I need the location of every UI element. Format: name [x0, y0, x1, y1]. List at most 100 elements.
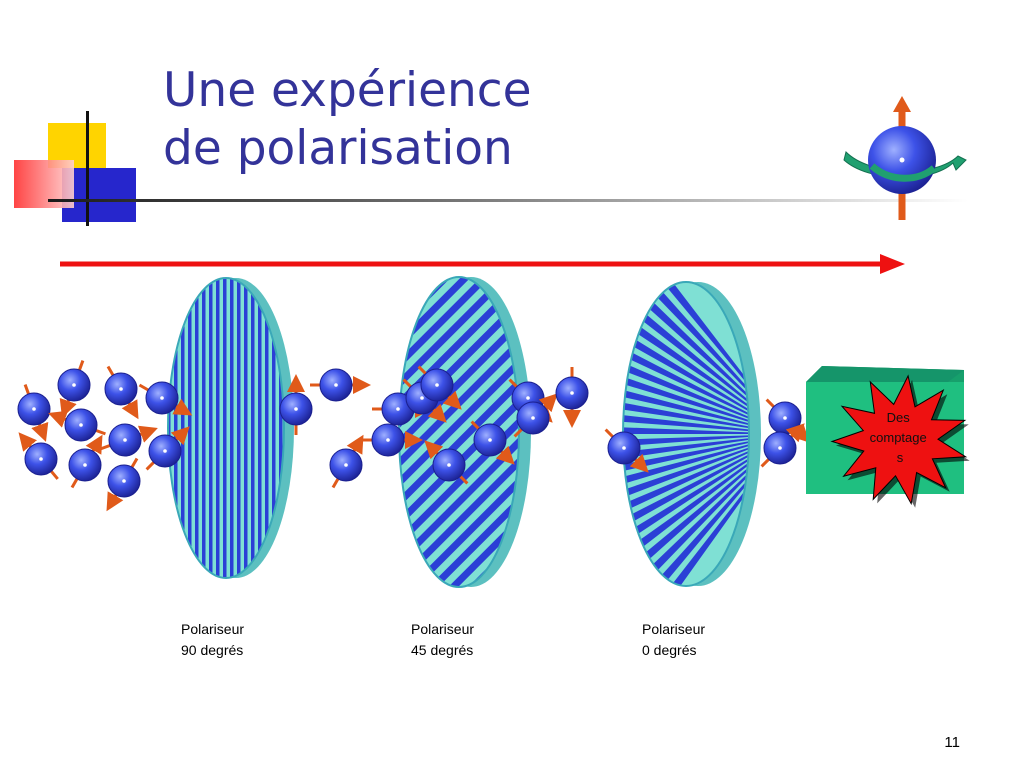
particle-highlight — [622, 446, 626, 450]
particle — [279, 374, 313, 435]
particle-highlight — [435, 383, 439, 387]
lens-stripe — [399, 277, 519, 587]
lens-stripe — [34, 168, 38, 688]
particle-highlight — [32, 407, 36, 411]
particle-highlight — [123, 438, 127, 442]
particle — [513, 393, 558, 438]
spin-particle-icon — [843, 96, 967, 220]
lens-stripe — [188, 278, 192, 578]
lens-stripe — [237, 278, 241, 578]
particle-highlight — [396, 407, 400, 411]
lens-stripe — [279, 278, 283, 578]
title-line-1: Une expérience — [163, 63, 532, 118]
lens-stripe — [104, 168, 108, 688]
lens-stripe — [370, 168, 374, 688]
particle-highlight — [531, 416, 535, 420]
lens-stripe — [202, 278, 206, 578]
particle-highlight — [79, 423, 83, 427]
lens-stripe — [623, 385, 749, 434]
lens-stripe — [623, 434, 749, 545]
lens-stripe — [55, 168, 59, 688]
caption-polarizer-90: Polariseur 90 degrés — [181, 619, 244, 661]
lens-face — [623, 282, 749, 586]
lens-stripe — [97, 168, 101, 688]
lens-stripe — [181, 278, 185, 578]
particle-highlight — [294, 407, 298, 411]
lens-stripe — [272, 278, 276, 578]
slide-title: Une expérience de polarisation — [163, 62, 532, 178]
lens-stripe — [623, 423, 749, 434]
lens-stripe — [216, 278, 220, 578]
caption-label: Polariseur — [411, 621, 475, 637]
lens-stripe — [48, 168, 52, 688]
caption-angle: 45 degrés — [411, 642, 474, 658]
lens-stripe — [623, 434, 749, 578]
particle — [48, 408, 106, 442]
particle-highlight — [334, 383, 338, 387]
particle-highlight — [386, 438, 390, 442]
lens-stripe — [623, 434, 749, 509]
particle-highlight — [72, 383, 76, 387]
lens-stripe — [174, 278, 178, 578]
lens-stripe — [356, 168, 360, 688]
particle-highlight — [420, 396, 424, 400]
lens-stripe — [623, 434, 749, 527]
particle-highlight — [344, 463, 348, 467]
particle — [17, 384, 51, 442]
lens-stripe — [307, 168, 311, 688]
lens-stripe — [623, 297, 749, 434]
lens-stripe — [629, 434, 749, 586]
lens-stripe — [623, 434, 749, 562]
caption-polarizer-45: Polariseur 45 degrés — [411, 619, 474, 661]
particle — [329, 434, 364, 489]
particle — [104, 365, 139, 420]
caption-label: Polariseur — [642, 621, 706, 637]
lens-stripe — [6, 168, 10, 688]
particle — [18, 432, 59, 480]
caption-polarizer-0: Polariseur 0 degrés — [642, 619, 705, 661]
lens-stripe — [399, 277, 519, 587]
particle — [424, 440, 469, 485]
particle — [604, 428, 649, 473]
polarizer-0 — [622, 281, 761, 587]
lens-stripe — [20, 168, 24, 688]
lens-stripe — [623, 314, 749, 434]
lens-stripe — [623, 434, 749, 453]
lens-stripe — [300, 168, 304, 688]
particle — [138, 381, 193, 416]
lens-stripe — [349, 168, 353, 688]
page-number: 11 — [944, 734, 960, 751]
particle — [68, 434, 103, 489]
lens-stripe — [363, 168, 367, 688]
particle-highlight — [39, 457, 43, 461]
particle — [362, 423, 423, 457]
particle-highlight — [83, 463, 87, 467]
lens-stripe — [27, 168, 31, 688]
lens-stripe — [623, 434, 749, 472]
particle-highlight — [160, 396, 164, 400]
lens-stripe — [160, 168, 164, 688]
caption-angle: 0 degrés — [642, 642, 697, 658]
particle — [470, 420, 515, 465]
burst-text: Des comptage s — [870, 410, 931, 465]
lens-stripe — [168, 278, 171, 578]
lens-stripe — [623, 331, 749, 434]
lens-stripe — [146, 168, 150, 688]
particle-highlight — [488, 438, 492, 442]
lens-stripe — [258, 278, 262, 578]
beam-arrow — [60, 254, 905, 274]
lens-rim — [167, 277, 285, 579]
caption-label: Polariseur — [181, 621, 245, 637]
lens-stripe — [244, 278, 248, 578]
particle-highlight — [163, 449, 167, 453]
particle-highlight — [526, 396, 530, 400]
particle — [760, 423, 805, 468]
lens-stripe — [314, 168, 318, 688]
lens-stripe — [342, 168, 346, 688]
particle — [145, 426, 190, 471]
lens-stripe — [195, 278, 199, 578]
lens-stripe — [13, 168, 17, 688]
particle-highlight — [447, 463, 451, 467]
caption-angle: 90 degrés — [181, 642, 244, 658]
